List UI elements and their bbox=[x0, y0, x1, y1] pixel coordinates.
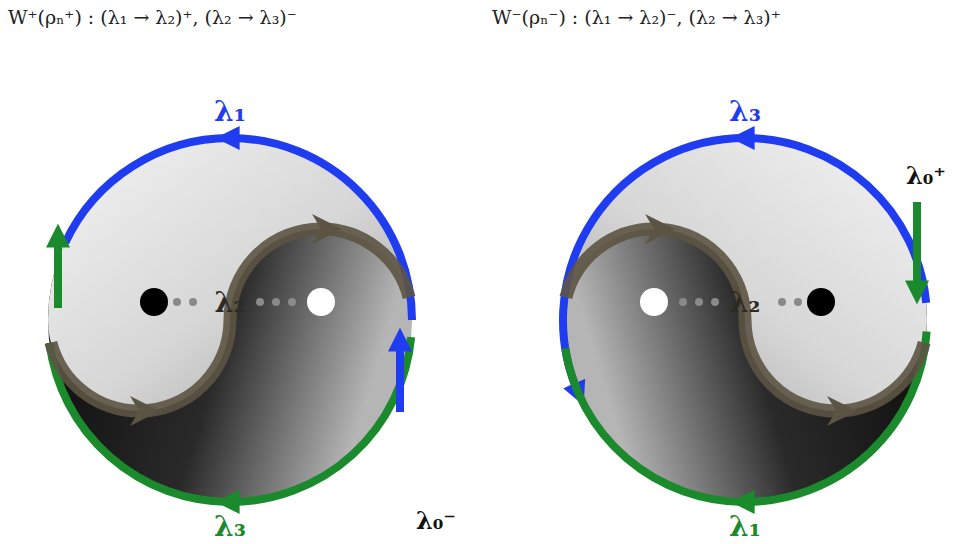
formula-heading: W⁻(ρₙ⁻) : (λ₁ → λ₂)⁻, (λ₂ → λ₃)⁺ bbox=[492, 8, 781, 27]
yin-yang-disc bbox=[48, 138, 412, 502]
dotted-link bbox=[778, 298, 786, 306]
flow-arrow bbox=[49, 343, 230, 502]
dotted-link bbox=[173, 298, 181, 306]
light-half bbox=[48, 138, 412, 411]
light-half bbox=[563, 138, 927, 411]
black-dot bbox=[807, 288, 835, 316]
flow-arrow bbox=[836, 343, 924, 411]
flow-arrow bbox=[745, 320, 836, 411]
eigenvalue-label: λ₃ bbox=[214, 513, 246, 541]
eigenvalue-label: λ₂ bbox=[215, 289, 246, 316]
eigenvalue-label: λ₀⁻ bbox=[416, 509, 456, 533]
dotted-link bbox=[189, 298, 197, 306]
formula-heading: W⁺(ρₙ⁺) : (λ₁ → λ₂)⁺, (λ₂ → λ₃)⁻ bbox=[8, 8, 297, 27]
dotted-link bbox=[256, 298, 264, 306]
black-dot bbox=[140, 288, 168, 316]
eigenvalue-label: λ₂ bbox=[730, 289, 761, 316]
flow-arrow bbox=[51, 343, 139, 411]
flow-arrow bbox=[321, 229, 409, 297]
eigenvalue-label: λ₀⁺ bbox=[906, 164, 946, 188]
flow-arrow bbox=[230, 337, 411, 502]
flow-arrow bbox=[565, 348, 745, 502]
dotted-link bbox=[695, 298, 703, 306]
eigenvalue-label: λ₁ bbox=[729, 513, 761, 541]
flow-arrow bbox=[54, 238, 62, 308]
eigenvalue-label: λ₃ bbox=[729, 98, 761, 126]
flow-arrow bbox=[745, 138, 926, 303]
flow-arrow bbox=[913, 202, 921, 290]
dark-half bbox=[563, 138, 927, 502]
yin-yang-node: W⁻(ρₙ⁻) : (λ₁ → λ₂)⁻, (λ₂ → λ₃)⁺λ₂ bbox=[563, 138, 927, 502]
flow-arrow bbox=[139, 320, 230, 411]
white-dot bbox=[640, 288, 668, 316]
flow-arrow bbox=[230, 138, 412, 320]
dotted-link bbox=[794, 298, 802, 306]
dotted-link bbox=[711, 298, 719, 306]
flow-arrow bbox=[65, 138, 230, 243]
eigenvalue-label: λ₁ bbox=[214, 98, 246, 126]
dotted-link bbox=[272, 298, 280, 306]
flow-arrow bbox=[396, 342, 404, 412]
flow-arrow bbox=[566, 229, 654, 297]
yin-yang-disc bbox=[563, 138, 927, 502]
dotted-link bbox=[288, 298, 296, 306]
dark-half bbox=[48, 138, 412, 502]
white-dot bbox=[307, 288, 335, 316]
yin-yang-node: W⁺(ρₙ⁺) : (λ₁ → λ₂)⁺, (λ₂ → λ₃)⁻λ₂ bbox=[48, 138, 412, 502]
dotted-link bbox=[679, 298, 687, 306]
flow-arrow bbox=[563, 138, 745, 392]
